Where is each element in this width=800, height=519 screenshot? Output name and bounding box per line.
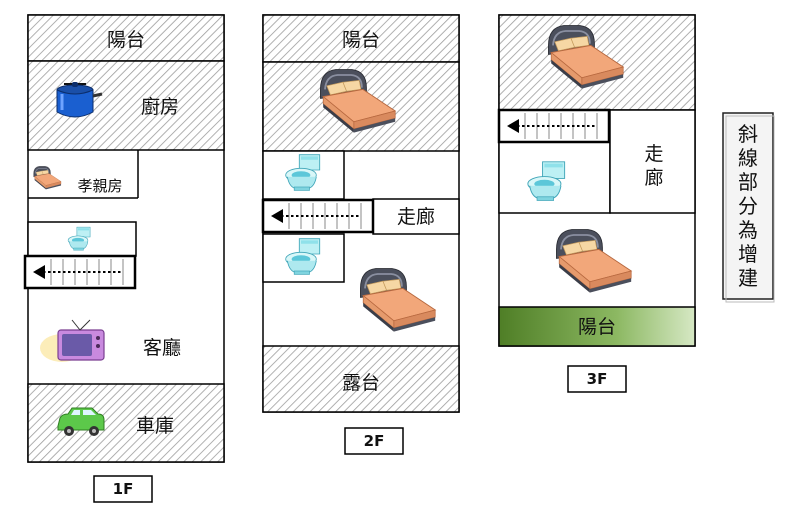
f2-corridor	[372, 198, 460, 235]
legend-char: 建	[738, 266, 758, 290]
floor-2f: 陽台 走廊 露台 2F	[261, 14, 460, 455]
f3-corridor-label-bottom: 廊	[644, 167, 663, 189]
legend-char: 分	[738, 194, 758, 218]
staircase-icon	[497, 108, 611, 144]
legend-char: 斜	[738, 122, 758, 146]
legend-char: 線	[738, 146, 758, 170]
legend-char: 增	[738, 242, 758, 266]
tv-icon	[40, 319, 105, 362]
legend-box	[722, 112, 774, 300]
f1-label: 1F	[113, 480, 134, 498]
f3-corridor-label-top: 走	[644, 143, 663, 165]
f1-kitchen-label: 廚房	[141, 95, 179, 118]
f2-balcony-label: 陽台	[342, 29, 380, 51]
f1-parents-room-label: 孝親房	[77, 177, 122, 195]
f3-balcony-area	[498, 306, 696, 347]
f1-label-box	[93, 475, 153, 503]
pot-icon	[56, 82, 103, 118]
f1-garage-label: 車庫	[136, 415, 174, 437]
legend-char: 部	[738, 170, 758, 194]
f2-corridor-label: 走廊	[397, 206, 435, 228]
car-icon	[57, 407, 105, 436]
f1-balcony-label: 陽台	[107, 29, 145, 51]
f1-garage-area	[27, 383, 225, 463]
f2-terrace-area	[262, 345, 460, 413]
floor-1f: 陽台 廚房 孝親房	[23, 14, 225, 503]
f3-corridor	[609, 109, 696, 214]
f2-balcony-area	[262, 14, 460, 63]
legend: 斜 線 部 分 為 增 建	[722, 112, 775, 303]
f1-living-room-label: 客廳	[143, 337, 181, 359]
staircase-icon	[23, 254, 137, 290]
legend-char: 為	[738, 218, 758, 242]
f2-terrace-label: 露台	[342, 372, 380, 394]
floor-3f: 走 廊 陽台 3F	[497, 14, 696, 393]
f3-balcony-label: 陽台	[578, 316, 616, 338]
f3-label-box	[567, 365, 627, 393]
f1-balcony-area	[27, 14, 225, 62]
staircase-icon	[261, 198, 375, 234]
f2-label-box	[344, 427, 404, 455]
f3-label: 3F	[587, 370, 608, 388]
f2-label: 2F	[364, 432, 385, 450]
